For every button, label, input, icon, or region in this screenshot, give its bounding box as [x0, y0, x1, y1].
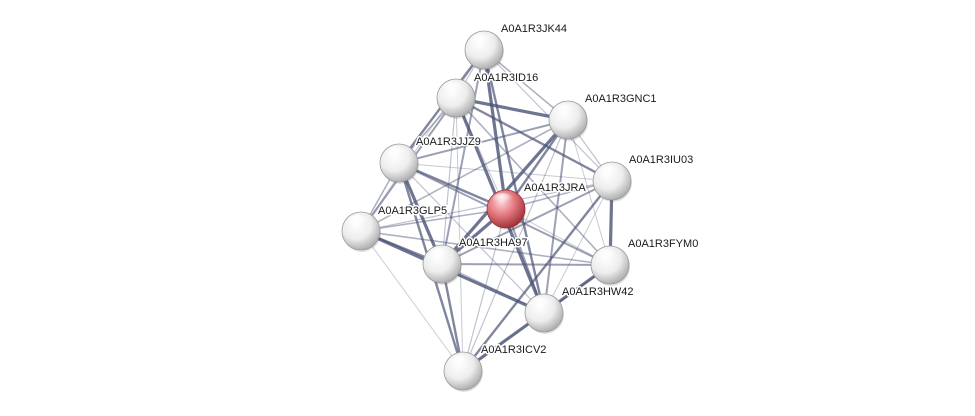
edge-gnc1-glp5 [360, 119, 569, 232]
node-label-icv2: A0A1R3ICV2 [481, 344, 546, 356]
node-hw42[interactable] [524, 293, 564, 334]
node-label-hw42: A0A1R3HW42 [562, 286, 634, 298]
edge-iu03-ha97 [441, 180, 613, 265]
node-label-jjz9: A0A1R3JJZ9 [416, 136, 481, 148]
node-label-ha97: A0A1R3HA97 [459, 237, 528, 249]
node-label-halo: A0A1R3IU03 [629, 154, 693, 166]
node-label-halo: A0A1R3FYM0 [628, 238, 698, 250]
node-highlight [385, 147, 407, 161]
node-label-halo: A0A1R3JRA [524, 182, 586, 194]
edge-id16-iu03 [454, 96, 614, 183]
node-label-fym0: A0A1R3FYM0 [628, 238, 698, 250]
node-iu03[interactable] [592, 161, 632, 202]
edge-jjz9-iu03 [398, 162, 613, 182]
labels-layer: A0A1R3JK44A0A1R3JK44A0A1R3ID16A0A1R3ID16… [377, 22, 700, 358]
node-label-jk44: A0A1R3JK44 [501, 23, 567, 35]
node-label-halo: A0A1R3GNC1 [585, 93, 657, 105]
edge-gnc1-hw42 [543, 119, 569, 314]
edge-jra-fym0 [505, 208, 611, 266]
edge-iu03-glp5 [360, 180, 613, 232]
node-icv2[interactable] [443, 351, 483, 392]
node-highlight [347, 215, 369, 229]
edge-jk44-ha97 [441, 49, 485, 265]
node-gnc1[interactable] [548, 100, 588, 141]
edge-iu03-hw42 [543, 180, 613, 314]
node-highlight [428, 248, 450, 262]
node-label-halo: A0A1R3HW42 [562, 286, 634, 298]
node-highlight [598, 165, 620, 179]
node-label-halo: A0A1R3ID16 [474, 72, 538, 84]
edge-glp5-icv2 [360, 230, 464, 372]
edge-gnc1-icv2 [462, 119, 569, 372]
edge-gnc1-jjz9 [398, 119, 569, 164]
node-label-glp5: A0A1R3GLP5 [378, 205, 447, 217]
edge-glp5-fym0 [360, 230, 611, 266]
node-jra[interactable] [486, 189, 526, 230]
edge-iu03-icv2 [461, 179, 614, 373]
node-label-halo: A0A1R3GLP5 [378, 205, 447, 217]
edges-layer [359, 48, 614, 373]
node-fym0[interactable] [590, 245, 630, 286]
node-label-gnc1: A0A1R3GNC1 [585, 93, 657, 105]
edge-jra-icv2 [462, 208, 507, 372]
node-highlight [554, 104, 576, 118]
node-jk44[interactable] [464, 30, 504, 71]
edge-id16-ha97 [441, 97, 457, 265]
node-label-id16: A0A1R3ID16 [474, 72, 538, 84]
node-highlight [492, 193, 514, 207]
node-label-halo: A0A1R3JK44 [501, 23, 567, 35]
node-highlight [470, 34, 492, 48]
edge-ha97-fym0 [441, 263, 611, 266]
node-highlight [596, 249, 618, 263]
node-ha97[interactable] [422, 244, 462, 285]
nodes-layer [341, 30, 632, 392]
edge-id16-icv2 [455, 97, 464, 372]
node-id16[interactable] [436, 78, 476, 119]
node-label-halo: A0A1R3HA97 [459, 237, 528, 249]
node-label-jra: A0A1R3JRA [524, 182, 586, 194]
edge-id16-fym0 [455, 97, 611, 266]
edge-jk44-jra [482, 48, 508, 211]
node-label-halo: A0A1R3JJZ9 [416, 136, 481, 148]
node-highlight [442, 82, 464, 96]
node-label-iu03: A0A1R3IU03 [629, 154, 693, 166]
node-highlight [449, 355, 471, 369]
node-label-halo: A0A1R3ICV2 [481, 344, 546, 356]
node-glp5[interactable] [341, 211, 381, 252]
node-jjz9[interactable] [379, 143, 419, 184]
node-highlight [530, 297, 552, 311]
edge-jra-glp5 [360, 208, 507, 232]
